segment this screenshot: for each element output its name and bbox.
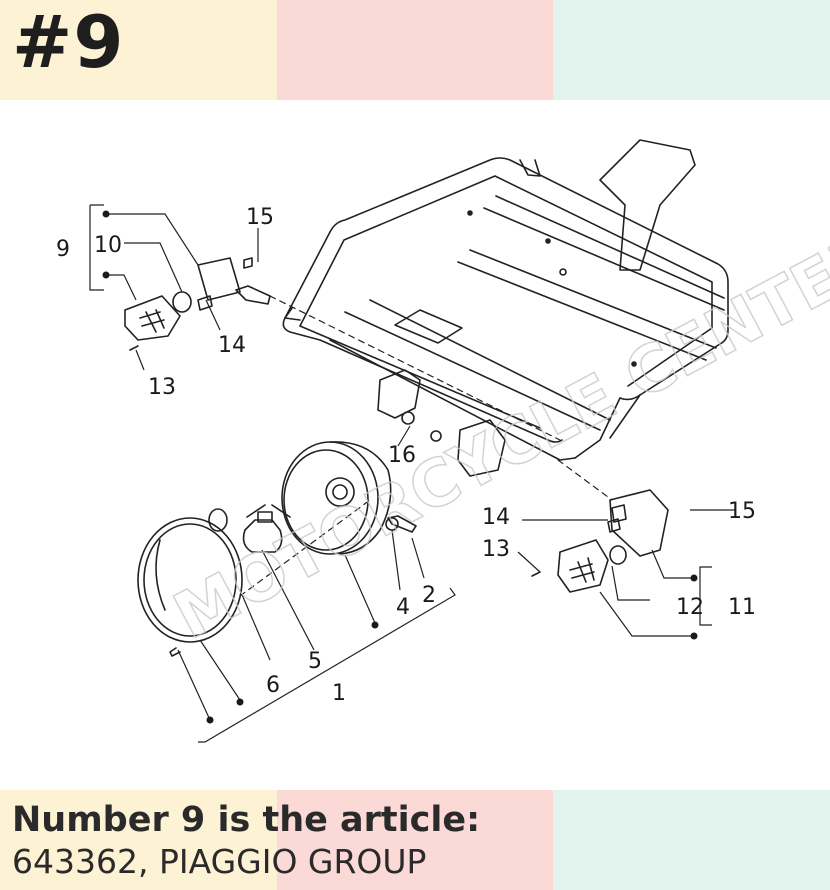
callout-2: 2 [422,583,436,608]
right-indicator [531,489,669,593]
callout-13-left: 13 [148,375,176,400]
callout-13-right: 13 [482,537,510,562]
callout-9: 9 [56,237,70,262]
exploded-parts-diagram: 9 10 15 14 13 16 14 15 13 12 11 2 4 5 6 … [56,139,830,743]
callout-6: 6 [266,673,280,698]
callout-14-left: 14 [218,333,246,358]
luggage-rack [282,139,729,477]
left-indicator [124,257,271,351]
callout-15-left: 15 [246,205,274,230]
callout-5: 5 [308,649,322,674]
article-caption: Number 9 is the article: [12,800,481,840]
footer-band-yellow [0,790,277,890]
callout-11: 11 [728,595,756,620]
callout-1: 1 [332,681,346,706]
header-band-green [553,0,830,100]
callout-10: 10 [94,233,122,258]
header-band-yellow [0,0,277,100]
article-id: 643362, PIAGGIO GROUP [12,842,427,881]
callout-15-right: 15 [728,499,756,524]
watermark: MOTORCYCLE CENTER [163,217,830,654]
callout-leaders [89,204,736,743]
callout-dots [102,210,698,724]
headlight-lens [137,517,243,657]
callout-12: 12 [676,595,704,620]
footer-band-pink [277,790,553,890]
part-number-title: #9 [12,0,125,84]
header-band-pink [277,0,553,100]
headlight-housing [281,441,417,555]
callout-4: 4 [396,595,410,620]
bulb [208,504,291,553]
callout-14-right: 14 [482,505,510,530]
callout-16: 16 [388,443,416,468]
assembly-lines [239,295,613,597]
footer-band-green [553,790,830,890]
